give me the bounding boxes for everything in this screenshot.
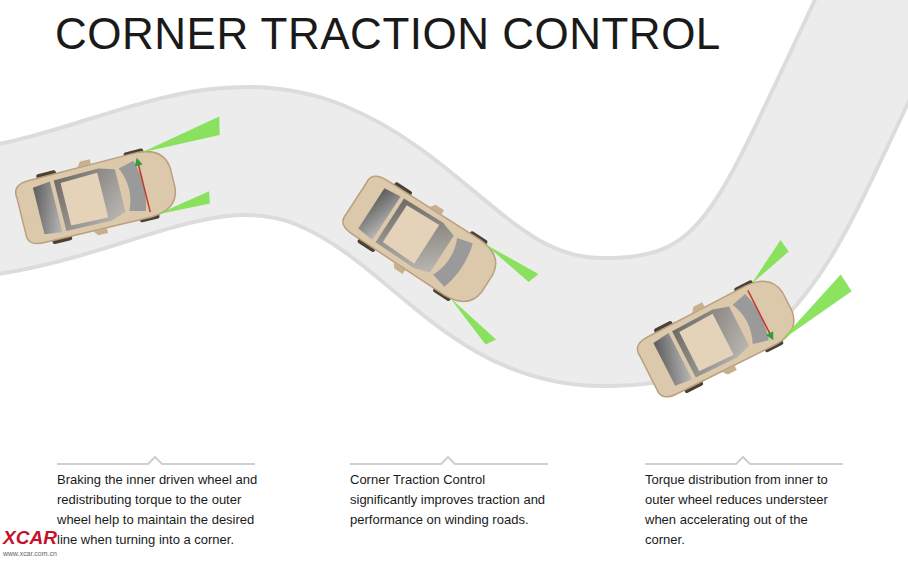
watermark-url: www.xcar.com.cn: [3, 550, 57, 557]
caption: Torque distribution from inner to outer …: [645, 470, 845, 550]
caption: Corner Traction Control significantly im…: [350, 470, 550, 530]
watermark: XCAR: [3, 528, 57, 547]
caption: Braking the inner driven wheel and redis…: [57, 470, 262, 550]
title: CORNER TRACTION CONTROL: [55, 12, 721, 56]
